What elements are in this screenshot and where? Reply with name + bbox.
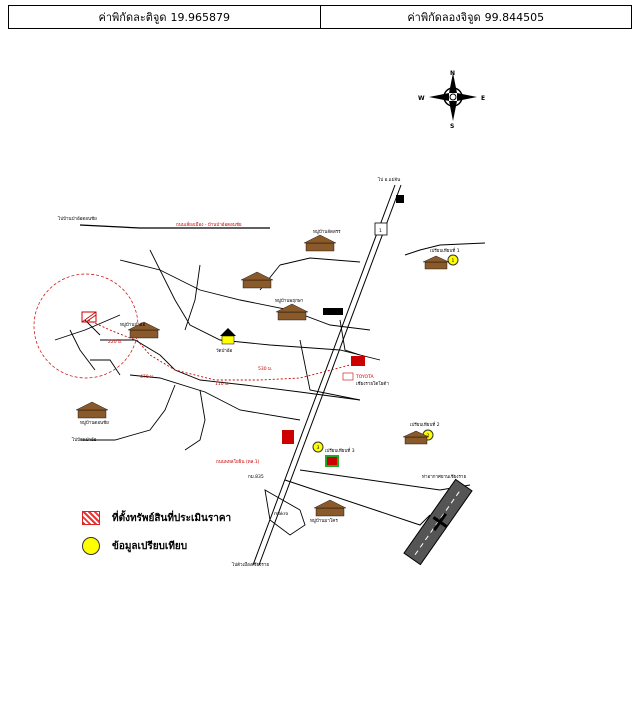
latitude-cell: ค่าพิกัดละติจูด 19.965879 (9, 6, 320, 28)
longitude-cell: ค่าพิกัดลองจิจูด 99.844505 (319, 6, 632, 28)
to-west-bottom-label: ไปบ้านป่าอ้อ (71, 437, 97, 443)
village-icon-3 (275, 303, 309, 321)
legend-comparable-row: ข้อมูลเปรียบเทียบ (82, 534, 282, 558)
comparable-1-num: 1 (452, 258, 455, 264)
legend-subject-label: ที่ตั้งทรัพย์สินที่ประเมินราคา (112, 512, 232, 524)
distance-label-2: 470 ม. (140, 374, 154, 380)
comparable-circle-icon (82, 537, 100, 555)
comparable-marker-1 (447, 254, 459, 266)
to-south-label: ไปตัวเมืองเชียงราย (231, 561, 269, 568)
temple-label: วัดป่าอ้อ (216, 348, 233, 354)
latitude-label: ค่าพิกัดละติจูด (98, 11, 167, 24)
red-route (136, 339, 351, 381)
toyota-logo (342, 372, 354, 381)
red-shop-icon (351, 356, 365, 366)
legend-comparable-label: ข้อมูลเปรียบเทียบ (112, 540, 188, 552)
village-icon-6 (313, 499, 347, 517)
local-roads (54, 249, 381, 536)
distance-label-3: 530 ม. (258, 366, 272, 372)
toyota-sub-label: เชียงรายโตโยต้า (356, 380, 389, 387)
comparable-1-label: เปรียบเทียบที่ 1 (430, 247, 460, 254)
village-label-3: หมู่บ้านพฤกษา (275, 298, 304, 304)
village-label-2: หมู่บ้านจัดสรร (313, 229, 341, 235)
village-icon-1 (127, 321, 161, 339)
comparable-3-label: เปรียบเทียบที่ 3 (325, 447, 355, 454)
subject-hatch-icon (82, 511, 100, 525)
comparable-3-num: 3 (317, 445, 320, 451)
legend-subject-row: ที่ตั้งทรัพย์สินที่ประเมินราคา (82, 506, 282, 530)
compass-north: N (450, 70, 455, 77)
temple-icon (220, 328, 236, 345)
village-icon-7 (422, 255, 450, 270)
store-icon-inner (327, 457, 337, 465)
distance-label-4: 110 ม. (215, 381, 229, 387)
km-marker-label: กม.835 (248, 474, 264, 480)
coordinates-header: ค่าพิกัดละติจูด 19.965879 ค่าพิกัดลองจิจ… (8, 5, 632, 29)
road-airport-2 (299, 469, 471, 491)
subject-location-marker (81, 311, 97, 323)
compass-south: S (450, 123, 454, 130)
hotel-icon (396, 195, 404, 203)
route-sign-label: 1 (379, 228, 382, 234)
compass-west: W (418, 95, 425, 102)
village-icon-2 (240, 271, 274, 289)
airplane-icon (432, 512, 448, 532)
road-airport (284, 479, 431, 526)
red-route-2 (87, 319, 136, 341)
makro-label: makro (274, 511, 288, 517)
toyota-label: TOYOTA (355, 374, 374, 380)
airport-label: ท่าอากาศยานเชียงราย (422, 474, 466, 480)
longitude-label: ค่าพิกัดลองจิจูด (407, 11, 481, 24)
to-west-top-label: ไปบ้านป่าอ้อดอนชัย (57, 216, 97, 222)
main-highway (252, 184, 402, 566)
comparable-2-num: 2 (427, 433, 430, 439)
road-west-top (79, 224, 270, 229)
latitude-value: 19.965879 (170, 10, 230, 24)
compass-east: E (481, 95, 485, 102)
bank-icon (282, 430, 294, 444)
red-road-top-label: ถนนเลี่ยงเมือง - บ้านป่าอ้อดอนชัย (176, 221, 242, 228)
village-icon-5 (75, 401, 109, 419)
village-label-1: หมู่บ้านป่าอ้อ (120, 322, 145, 328)
station-icon (323, 308, 343, 315)
distance-label-1: 220 ม. (108, 339, 122, 345)
village-icon-4 (303, 234, 337, 252)
red-road-bottom-label: ถนนพหลโยธิน (ทล.1) (216, 458, 260, 465)
to-north-label: ไป อ.แม่จัน (377, 177, 400, 183)
compass-icon (429, 73, 477, 121)
route-sign-icon (374, 222, 388, 236)
road-east-branch (404, 242, 486, 256)
village-label-4: หมู่บ้านดอนชัย (80, 420, 109, 426)
village-label-5: หมู่บ้านมาโคร (310, 517, 338, 524)
map-legend: ที่ตั้งทรัพย์สินที่ประเมินราคา ข้อมูลเปร… (82, 506, 282, 562)
longitude-value: 99.844505 (484, 10, 545, 24)
comparable-2-label: เปรียบเทียบที่ 2 (410, 421, 440, 428)
comparable-marker-3 (312, 441, 324, 453)
village-icon-8 (402, 430, 430, 445)
